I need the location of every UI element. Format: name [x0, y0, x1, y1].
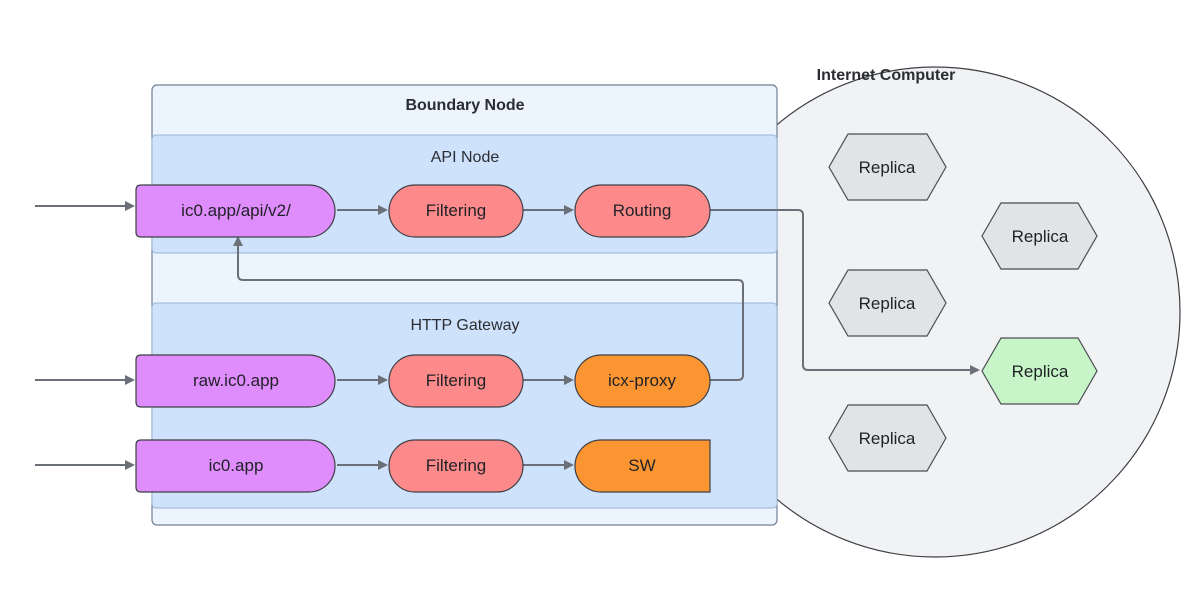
icx-proxy-label: icx-proxy: [608, 371, 677, 390]
icx-proxy-shape: [574, 354, 711, 408]
arrow-proxy-to-api-entry: [233, 236, 744, 381]
boundary-node-title: Boundary Node: [405, 97, 524, 114]
replica-3: Replica: [828, 269, 947, 337]
http-gateway-title: HTTP Gateway: [410, 317, 519, 334]
replica-2-shape: [981, 202, 1098, 270]
internet-computer-title: Internet Computer: [817, 67, 956, 84]
raw-entry-shape: [135, 354, 336, 408]
replica-4-highlighted: Replica: [981, 337, 1098, 405]
api-node-title: API Node: [431, 149, 500, 166]
sw-label: SW: [628, 456, 655, 475]
raw-entry-label: raw.ic0.app: [193, 371, 279, 390]
raw-entry-node: raw.ic0.app: [135, 354, 336, 408]
api-filter-label: Filtering: [426, 201, 486, 220]
api-filter-node: Filtering: [388, 184, 524, 238]
replica-4-shape: [981, 337, 1098, 405]
raw-filter-shape: [388, 354, 524, 408]
api-entry-node: ic0.app/api/v2/: [135, 184, 336, 238]
ic0-entry-shape: [135, 439, 336, 493]
sw-shape: [574, 439, 711, 493]
ic0-entry-node: ic0.app: [135, 439, 336, 493]
ic0-filter-node: Filtering: [388, 439, 524, 493]
ic0-filter-shape: [388, 439, 524, 493]
replica-3-shape: [828, 269, 947, 337]
api-routing-label: Routing: [613, 201, 672, 220]
ic0-entry-label: ic0.app: [209, 456, 264, 475]
replica-1-label: Replica: [859, 158, 916, 177]
api-filter-shape: [388, 184, 524, 238]
ic0-filter-label: Filtering: [426, 456, 486, 475]
replica-5-label: Replica: [859, 429, 916, 448]
icx-proxy-node: icx-proxy: [574, 354, 711, 408]
raw-filter-node: Filtering: [388, 354, 524, 408]
api-routing-shape: [574, 184, 711, 238]
api-routing-node: Routing: [574, 184, 711, 238]
raw-filter-label: Filtering: [426, 371, 486, 390]
replica-1: Replica: [828, 133, 947, 201]
sw-node: SW: [574, 439, 711, 493]
api-entry-shape: [135, 184, 336, 238]
replica-2-label: Replica: [1012, 227, 1069, 246]
replica-4-label: Replica: [1012, 362, 1069, 381]
replica-1-shape: [828, 133, 947, 201]
replica-2: Replica: [981, 202, 1098, 270]
api-entry-label: ic0.app/api/v2/: [181, 201, 291, 220]
arrow-routing-to-replica: [710, 209, 980, 375]
connectors: [35, 201, 980, 470]
replica-5: Replica: [828, 404, 947, 472]
replica-5-shape: [828, 404, 947, 472]
replica-3-label: Replica: [859, 294, 916, 313]
